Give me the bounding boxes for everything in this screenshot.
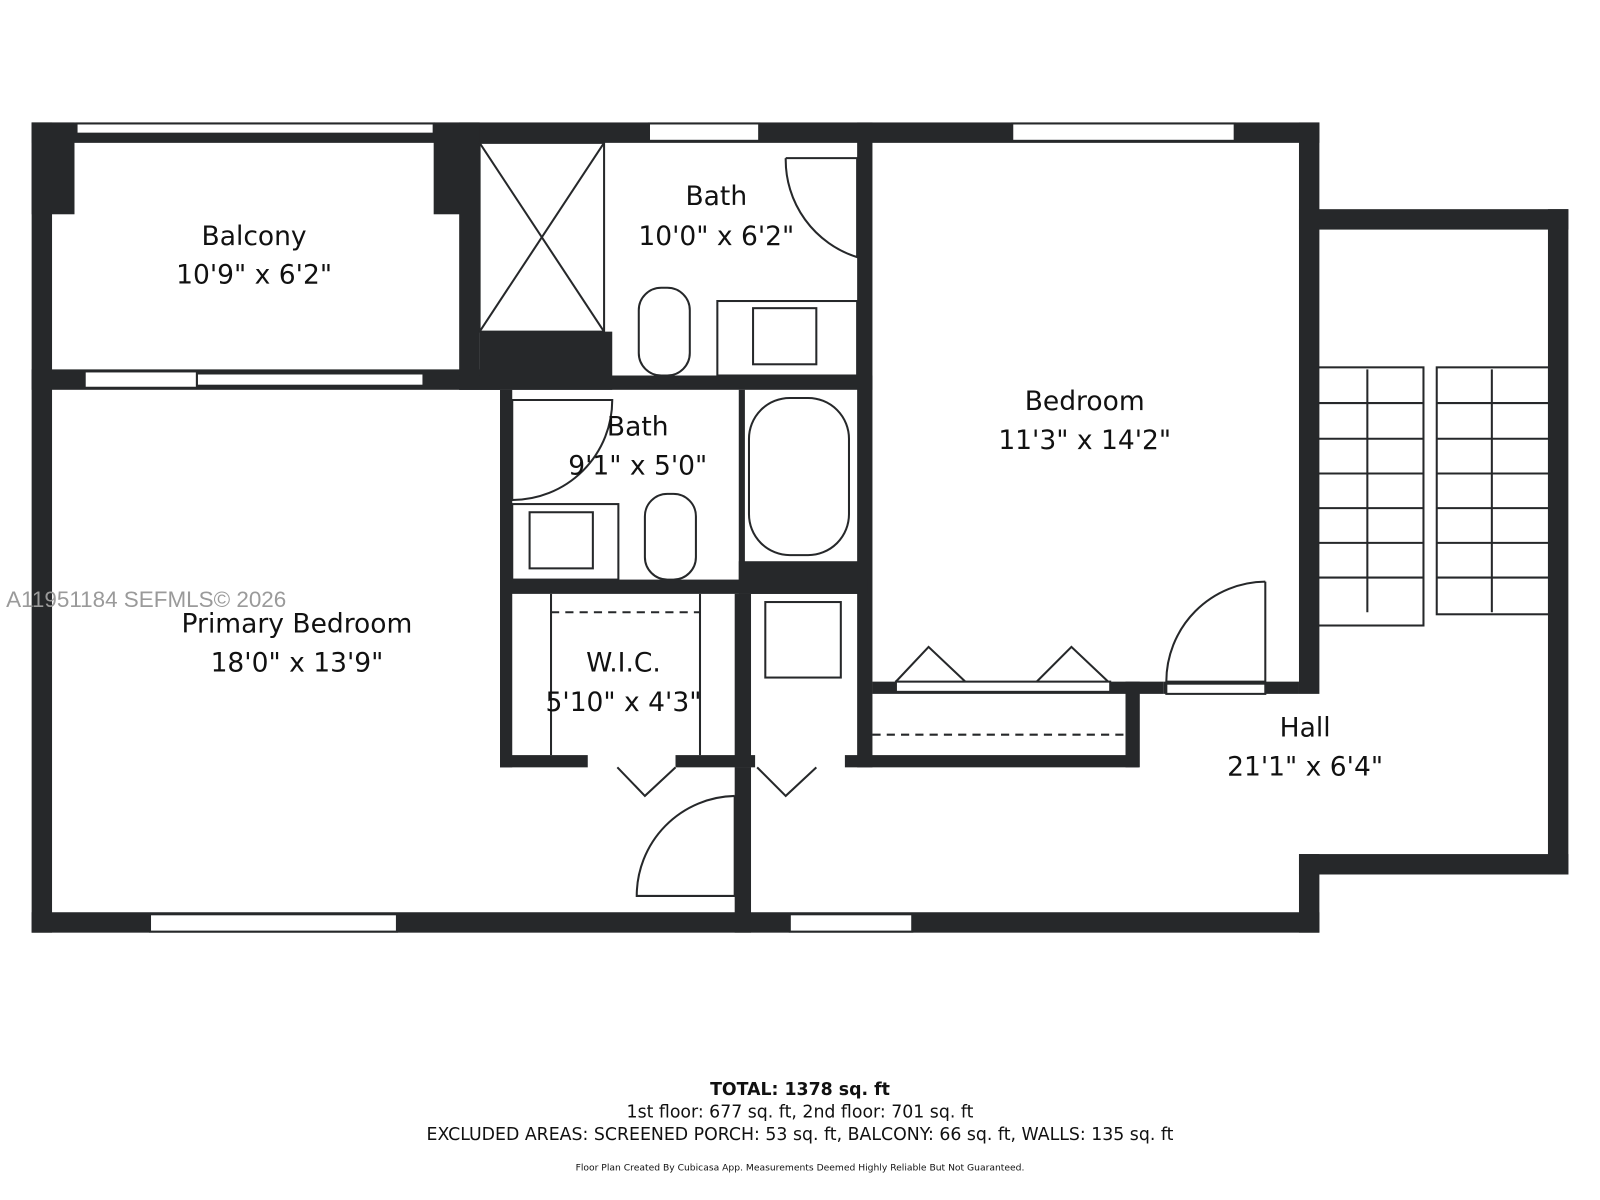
room-name-primary-bedroom: Primary Bedroom (182, 609, 413, 640)
floor-areas: 1st floor: 677 sq. ft, 2nd floor: 701 sq… (627, 1102, 974, 1122)
room-size-bath-2: 9'1" x 5'0" (568, 450, 707, 481)
room-name-bath-2: Bath (607, 412, 669, 443)
room-name-bath-1: Bath (685, 181, 747, 212)
excluded-areas: EXCLUDED AREAS: SCREENED PORCH: 53 sq. f… (427, 1125, 1174, 1145)
room-name-balcony: Balcony (202, 221, 307, 252)
room-name-hall: Hall (1280, 713, 1331, 744)
windows (75, 122, 1267, 933)
total-area: TOTAL: 1378 sq. ft (710, 1080, 890, 1100)
room-size-bath-1: 10'0" x 6'2" (638, 221, 794, 252)
room-name-bedroom: Bedroom (1025, 386, 1145, 417)
fixtures (478, 141, 1550, 897)
room-size-balcony: 10'9" x 6'2" (176, 260, 332, 291)
watermark: A11951184 SEFMLS© 2026 (6, 587, 286, 612)
room-size-wic: 5'10" x 4'3" (546, 687, 702, 718)
room-labels: Balcony 10'9" x 6'2" Bath 10'0" x 6'2" B… (176, 181, 1383, 782)
room-size-primary-bedroom: 18'0" x 13'9" (211, 647, 384, 678)
room-size-bedroom: 11'3" x 14'2" (998, 425, 1171, 456)
room-name-wic: W.I.C. (586, 647, 661, 678)
disclaimer: Floor Plan Created By Cubicasa App. Meas… (576, 1162, 1025, 1173)
room-size-hall: 21'1" x 6'4" (1227, 752, 1383, 783)
area-summary: TOTAL: 1378 sq. ft 1st floor: 677 sq. ft… (427, 1080, 1174, 1174)
